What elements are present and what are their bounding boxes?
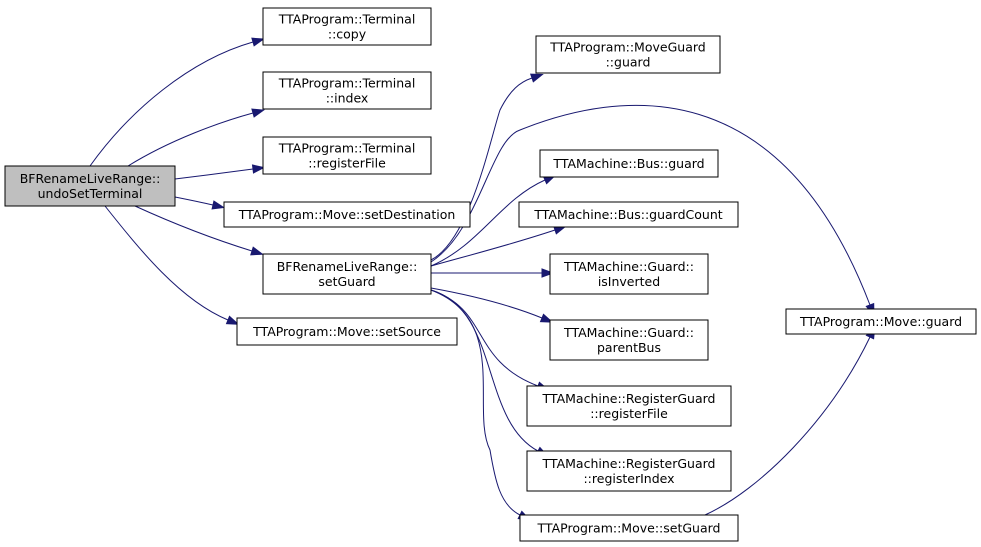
node-rgfile[interactable]: TTAMachine::RegisterGuard::registerFile [526, 385, 732, 427]
edge-line [430, 179, 546, 267]
node-label-line: TTAProgram::Terminal [278, 12, 416, 27]
node-box [526, 385, 732, 427]
edge-line [430, 104, 871, 306]
node-box [549, 319, 709, 361]
edge-setguard1-to-rgindex [430, 289, 549, 457]
edge-setguard1-to-mgguard [430, 73, 544, 261]
edge-root-to-tregfile [174, 164, 266, 180]
edge-line [127, 112, 254, 167]
node-label-line: ::registerFile [590, 406, 668, 421]
edge-line [430, 287, 543, 319]
node-box [223, 201, 471, 228]
node-busgc[interactable]: TTAMachine::Bus::guardCount [518, 201, 739, 228]
arrowhead [211, 200, 226, 210]
edge-line [89, 41, 254, 167]
node-msetguard[interactable]: TTAProgram::Move::setGuard [519, 514, 739, 542]
node-mgguard[interactable]: TTAProgram::MoveGuard::guard [535, 35, 721, 74]
node-label-line: TTAMachine::RegisterGuard [542, 456, 716, 471]
node-label-line: ::index [326, 91, 369, 106]
node-root: BFRenameLiveRange::undoSetTerminal [4, 165, 176, 207]
edge-setguard1-to-busgc [430, 225, 567, 267]
node-box [262, 253, 432, 295]
node-label-line: ::copy [328, 27, 367, 42]
node-label-line: isInverted [598, 274, 660, 289]
arrowhead [251, 164, 266, 174]
node-label-line: TTAProgram::Terminal [278, 76, 416, 91]
node-label-line: ::registerFile [308, 156, 386, 171]
nodes: BFRenameLiveRange::undoSetTerminalTTAPro… [4, 7, 977, 542]
node-setguard1[interactable]: BFRenameLiveRange::setGuard [262, 253, 432, 295]
node-label-line: TTAProgram::MoveGuard [549, 40, 705, 55]
node-box [518, 201, 739, 228]
node-label-line: TTAProgram::Terminal [278, 141, 416, 156]
node-tindex[interactable]: TTAProgram::Terminal::index [262, 71, 432, 110]
node-box [262, 136, 432, 175]
node-tregfile[interactable]: TTAProgram::Terminal::registerFile [262, 136, 432, 175]
edge-setguard1-to-parbus [430, 287, 554, 323]
arrowhead [529, 73, 544, 83]
arrowhead [539, 313, 554, 323]
node-label-line: TTAMachine::Bus::guard [552, 156, 704, 171]
edge-line [134, 205, 253, 252]
edge-line [430, 289, 539, 452]
edge-root-to-tindex [127, 108, 265, 167]
node-box [785, 308, 977, 335]
edge-line [430, 77, 533, 261]
node-label-line: undoSetTerminal [38, 186, 143, 201]
node-label-line: parentBus [597, 340, 661, 355]
edge-setguard1-to-isinv [431, 268, 555, 278]
node-rgindex[interactable]: TTAMachine::RegisterGuard::registerIndex [526, 450, 732, 492]
node-box [236, 317, 458, 346]
edge-root-to-setsource [104, 205, 240, 325]
node-label-line: TTAProgram::Move::setGuard [537, 521, 721, 536]
node-box [535, 35, 721, 74]
edge-line [174, 196, 214, 206]
node-label-line: TTAProgram::Move::setSource [252, 324, 441, 339]
node-label-line: TTAMachine::Guard:: [563, 259, 694, 274]
node-box [526, 450, 732, 492]
node-isinv[interactable]: TTAMachine::Guard::isInverted [549, 253, 709, 295]
node-box [262, 7, 432, 46]
node-box [519, 514, 739, 542]
node-label-line: BFRenameLiveRange:: [20, 171, 161, 186]
node-label-line: TTAMachine::RegisterGuard [542, 391, 716, 406]
edge-line [430, 229, 556, 267]
node-label-line: ::guard [606, 55, 651, 70]
node-label-line: TTAMachine::Guard:: [563, 325, 694, 340]
node-label-line: setGuard [318, 274, 375, 289]
node-tcopy[interactable]: TTAProgram::Terminal::copy [262, 7, 432, 46]
edge-line [704, 336, 871, 516]
arrowhead [251, 37, 266, 47]
edge-root-to-setguard1 [134, 205, 264, 256]
node-label-line: TTAProgram::Move::setDestination [238, 207, 456, 222]
node-label-line: TTAProgram::Move::guard [799, 314, 962, 329]
node-label-line: BFRenameLiveRange:: [277, 259, 418, 274]
node-parbus[interactable]: TTAMachine::Guard::parentBus [549, 319, 709, 361]
edge-line [104, 205, 229, 321]
edge-line [430, 289, 521, 516]
node-box [262, 71, 432, 110]
node-mguard[interactable]: TTAProgram::Move::guard [785, 308, 977, 335]
node-setdest[interactable]: TTAProgram::Move::setDestination [223, 201, 471, 228]
node-setsource[interactable]: TTAProgram::Move::setSource [236, 317, 458, 346]
node-box [549, 253, 709, 295]
edge-root-to-setdest [174, 196, 226, 210]
edges [89, 37, 876, 521]
arrowhead [251, 108, 265, 118]
arrowhead [250, 246, 264, 256]
edge-root-to-tcopy [89, 37, 266, 167]
node-box [4, 165, 176, 207]
arrowhead [225, 315, 240, 325]
node-busguard[interactable]: TTAMachine::Bus::guard [539, 149, 719, 178]
edge-line [174, 168, 254, 180]
node-box [539, 149, 719, 178]
arrowhead [541, 268, 555, 278]
node-label-line: ::registerIndex [583, 471, 674, 486]
node-label-line: TTAMachine::Bus::guardCount [533, 207, 722, 222]
